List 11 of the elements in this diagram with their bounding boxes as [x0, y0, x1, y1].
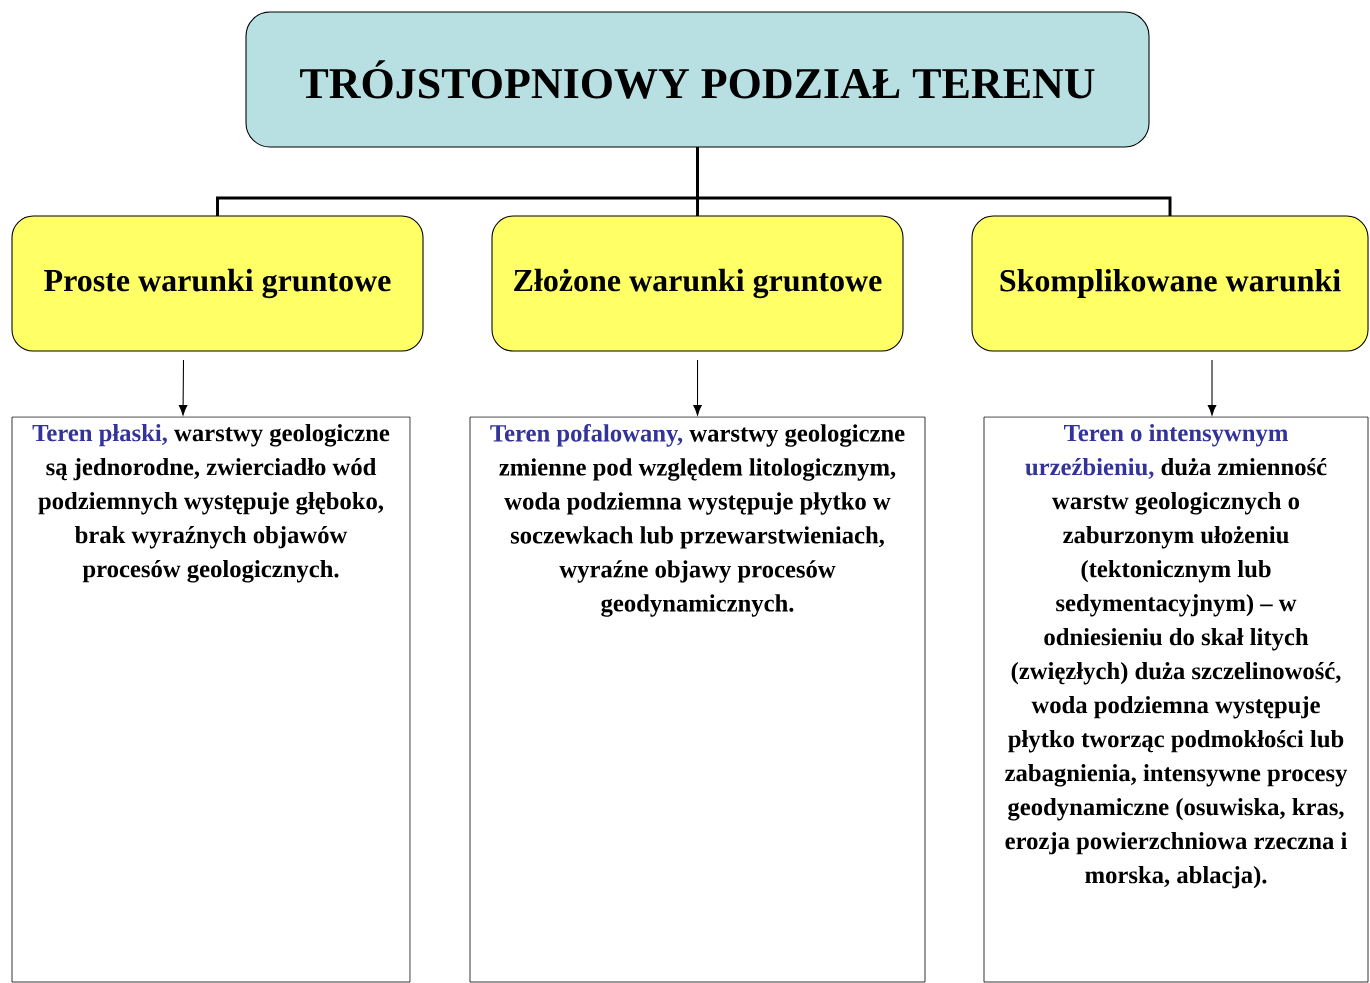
description-box: Teren pofalowany, warstwy geologiczne zmienne pod względem litologicznym, woda podziemna występuje płytko w soczewkach lub przewarstwieniach, wyraźne objawy procesów geodynamicznych.	[469, 416, 926, 983]
category-box: Złożone warunki gruntowe	[491, 215, 904, 352]
title-box: TRÓJSTOPNIOWY PODZIAŁ TERENU	[245, 11, 1150, 148]
arrow	[178, 359, 188, 416]
category-box: Proste warunki gruntowe	[11, 215, 424, 352]
arrow	[693, 359, 702, 416]
tree-connector	[696, 147, 1172, 216]
category-box: Skomplikowane warunki	[971, 215, 1369, 352]
arrow	[1207, 359, 1217, 416]
description-box: Teren płaski, warstwy geologiczne są jednorodne, zwierciadło wód podziemnych występuje głęboko, brak wyraźnych objawów procesów geologicznych.	[11, 416, 411, 983]
description-box: Teren o intensywnym urzeźbieniu, duża zmienność warstw geologicznych o zaburzonym ułożeniu (tektonicznym lub sedymentacyjnym) – w odniesieniu do skał litych (zwięzłych) duża szczelinowość, woda podziemna występuje płytko tworząc podmokłości lub zabagnienia, intensywne procesy geodynamiczne (osuwiska, kras, erozja powierzchniowa rzeczna i morska, ablacja).	[983, 416, 1369, 983]
